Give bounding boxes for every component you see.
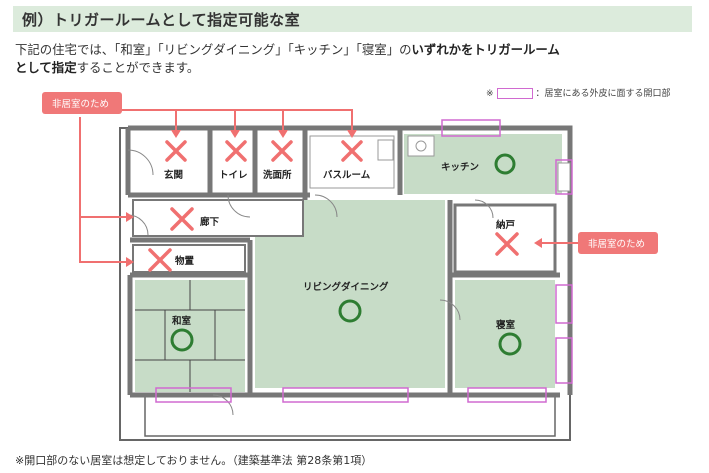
cross-toilet — [225, 140, 247, 162]
label-washitsu: 和室 — [171, 315, 192, 327]
openings — [155, 119, 573, 403]
description-text: 下記の住宅では、「和室」「リビングダイニング」「キッチン」「寝室」の — [15, 42, 412, 57]
crosses — [148, 140, 519, 272]
opening-kitchen-top — [441, 119, 501, 137]
label-bathroom: バスルーム — [323, 169, 371, 181]
legend-text: ：居室にある外皮に面する開口部 — [535, 89, 671, 99]
circle-kitchen — [494, 153, 516, 175]
page-title: 例）トリガールームとして指定可能な室 — [22, 11, 301, 29]
bathtub — [377, 139, 394, 161]
circle-living — [338, 299, 362, 323]
tag-right-bg — [578, 232, 658, 254]
tag-left-bg — [42, 92, 122, 114]
circles — [170, 153, 522, 356]
arrow-lines — [79, 109, 353, 263]
arrow-heads — [126, 130, 357, 267]
label-kitchen: キッチン — [441, 162, 479, 173]
cross-monooki — [148, 248, 172, 272]
label-genkan: 玄関 — [164, 169, 183, 181]
cross-nando — [495, 232, 519, 256]
tag-right: 非居室のため — [588, 238, 645, 250]
label-monooki: 物置 — [175, 255, 195, 267]
label-living: リビングダイニング — [303, 281, 389, 293]
legend-prefix: ※ — [486, 89, 494, 99]
opening-kitchen-right — [555, 159, 573, 195]
sink-drain — [415, 140, 427, 152]
circle-shinshitsu — [498, 332, 522, 356]
label-shinshitsu: 寝室 — [496, 319, 516, 331]
tag-left: 非居室のため — [52, 98, 109, 110]
opening-living-bottom — [282, 387, 409, 403]
opening-bedroom-right-2 — [555, 337, 573, 384]
rouka-room — [132, 199, 304, 237]
title-bar — [13, 6, 692, 32]
cross-senmenjo — [271, 140, 293, 162]
circle-washitsu — [170, 328, 194, 352]
opening-bedroom-bottom — [467, 387, 547, 403]
label-rouka: 廊下 — [200, 216, 220, 228]
walls — [125, 125, 573, 398]
label-toilet: トイレ — [219, 170, 248, 181]
label-senmenjo: 洗面所 — [263, 169, 292, 181]
legend: ※ ：居室にある外皮に面する開口部 — [486, 86, 671, 99]
description-text-2: することができます。 — [76, 60, 200, 75]
opening-washitsu-bottom — [155, 387, 232, 403]
sink — [407, 135, 435, 157]
description: 下記の住宅では、「和室」「リビングダイニング」「キッチン」「寝室」のいずれかをト… — [15, 41, 705, 77]
cross-bathroom — [341, 140, 363, 162]
back-door — [557, 162, 571, 192]
cross-genkan — [165, 140, 187, 162]
footnote: ※開口部のない居室は想定しておりません。（建築基準法 第28条第1項） — [15, 454, 373, 467]
label-nando: 納戸 — [496, 219, 516, 231]
description-emphasis: いずれかをトリガールーム — [411, 42, 560, 57]
cross-rouka — [170, 207, 194, 231]
opening-legend-swatch — [496, 88, 533, 99]
nando-room — [453, 203, 557, 274]
arrow-head-right — [534, 238, 542, 248]
description-emphasis-2: として指定 — [15, 60, 77, 75]
opening-bedroom-right-1 — [555, 284, 573, 324]
tatami-lines — [135, 280, 245, 392]
